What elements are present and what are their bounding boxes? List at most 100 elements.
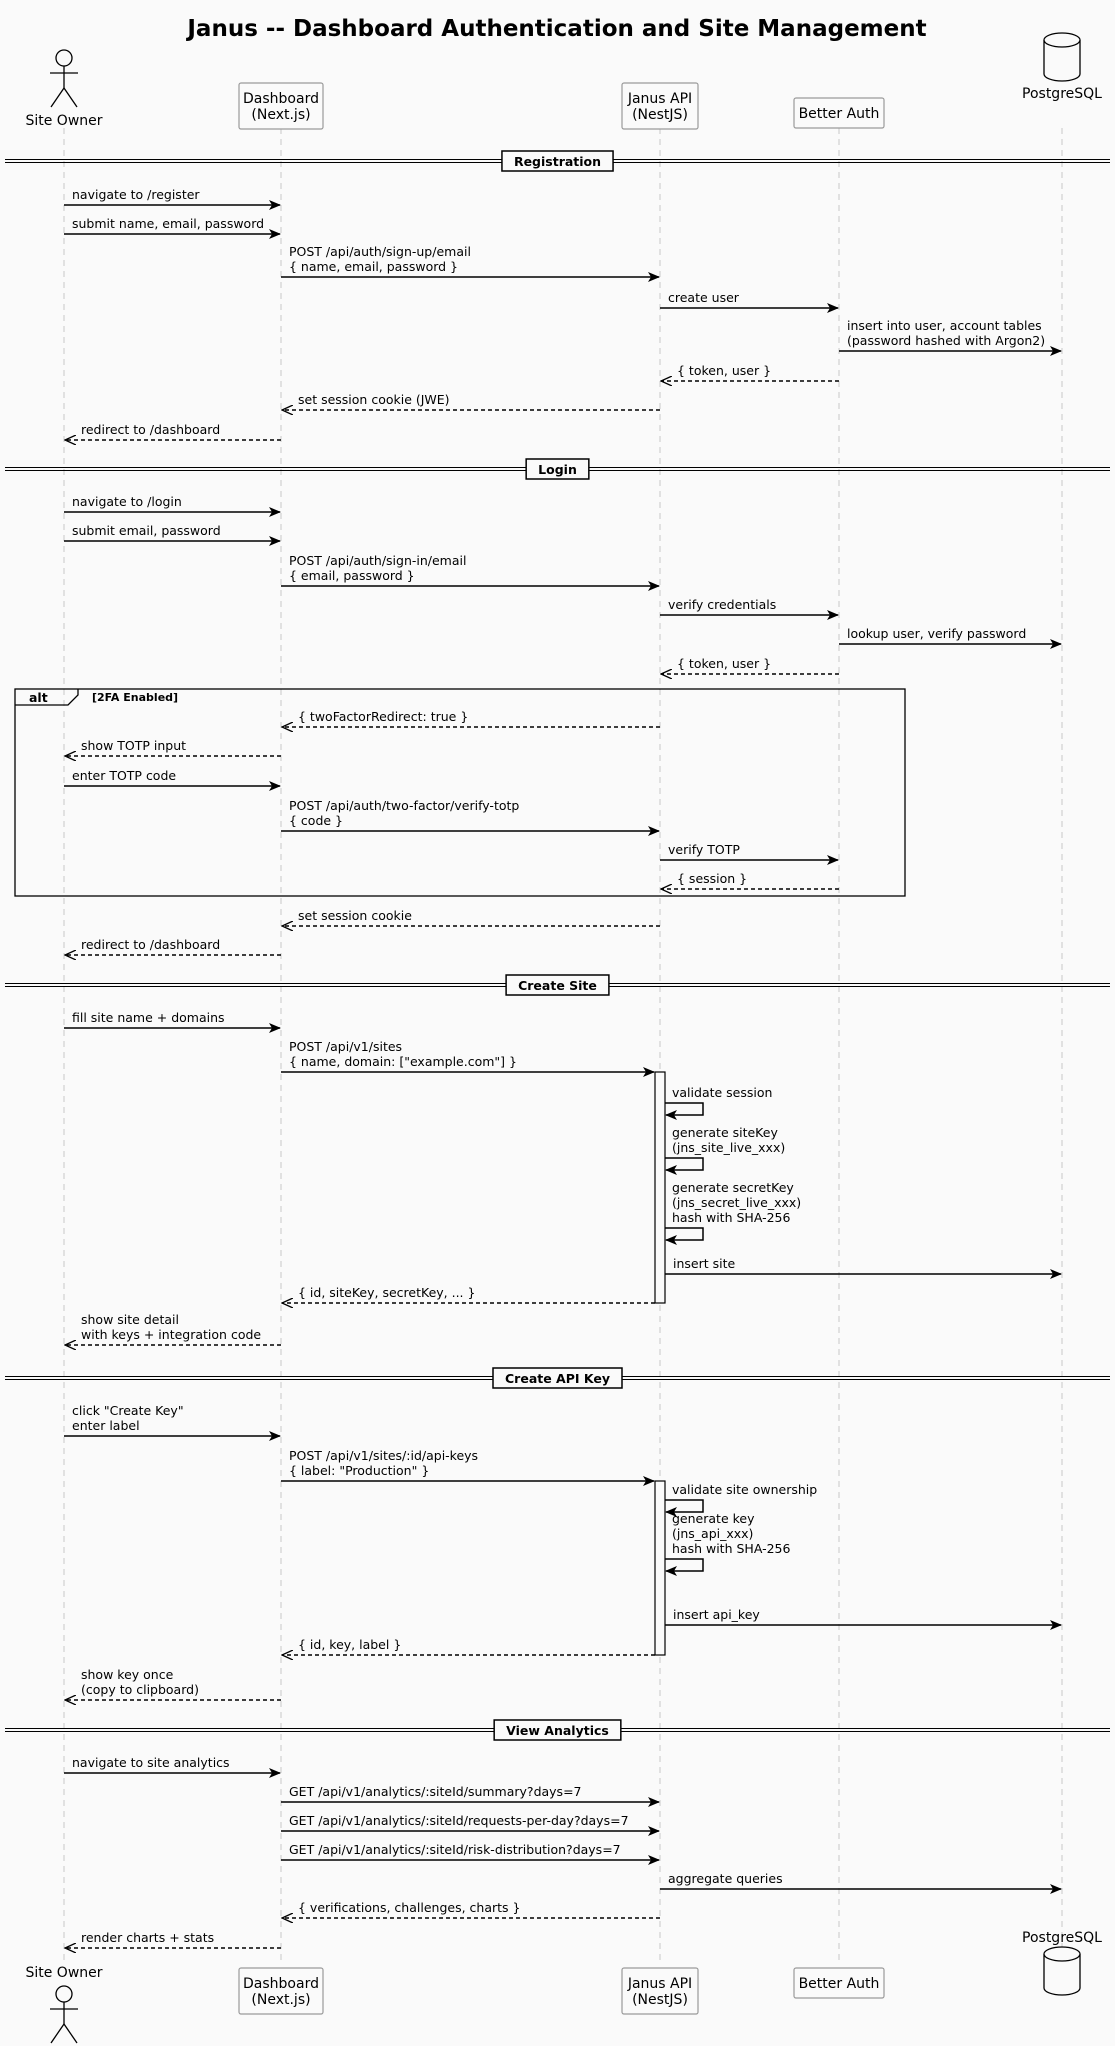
alt-fragment: alt[2FA Enabled]: [14, 688, 906, 897]
section-label: Create Site: [518, 978, 597, 993]
message: POST /api/auth/sign-up/email{ name, emai…: [281, 244, 660, 282]
message-label: redirect to /dashboard: [81, 937, 220, 952]
message-label: generate secretKey: [672, 1180, 794, 1195]
section-divider: Login: [5, 458, 1110, 480]
message-label: hash with SHA-256: [672, 1210, 791, 1225]
message: { token, user }: [661, 656, 839, 674]
participant-header-owner: Site Owner: [25, 49, 103, 129]
message: GET /api/v1/analytics/:siteId/requests-p…: [281, 1813, 660, 1836]
participant-header-api: Janus API(NestJS): [621, 82, 699, 130]
message-label: { name, email, password }: [289, 259, 458, 274]
message-label: { id, key, label }: [298, 1637, 401, 1652]
participant-label: PostgreSQL: [1022, 86, 1102, 102]
message-label: validate session: [672, 1085, 772, 1100]
message-label: insert site: [673, 1256, 735, 1271]
participant-label: Dashboard: [243, 1976, 319, 1992]
message-label: validate site ownership: [672, 1482, 817, 1497]
message: show TOTP input: [65, 738, 281, 756]
message: { token, user }: [661, 363, 839, 381]
activation-bar: [654, 1480, 666, 1656]
message-label: { session }: [677, 871, 747, 886]
message: validate site ownership: [665, 1482, 817, 1517]
message: validate session: [665, 1085, 772, 1120]
message-label: POST /api/auth/sign-up/email: [289, 244, 471, 259]
self-message-arrow: [665, 1157, 704, 1175]
fragment-keyword: alt: [29, 690, 48, 705]
message-label: (copy to clipboard): [81, 1682, 199, 1697]
message-label: navigate to /login: [72, 494, 182, 509]
message: { id, siteKey, secretKey, ... }: [282, 1285, 655, 1303]
actor-icon: [50, 1985, 78, 2044]
message: generate siteKey(jns_site_live_xxx): [665, 1125, 785, 1175]
message: submit name, email, password: [64, 216, 281, 239]
message-label: show site detail: [81, 1312, 179, 1327]
message: generate secretKey(jns_secret_live_xxx)h…: [665, 1180, 801, 1245]
message-label: { token, user }: [677, 656, 771, 671]
message-label: fill site name + domains: [72, 1010, 225, 1025]
message: GET /api/v1/analytics/:siteId/summary?da…: [281, 1784, 660, 1807]
message: create user: [660, 290, 839, 313]
participant-label: Site Owner: [25, 113, 102, 129]
participant-label: (NestJS): [632, 1992, 688, 2008]
message-label: { id, siteKey, secretKey, ... }: [298, 1285, 475, 1300]
message: lookup user, verify password: [839, 626, 1062, 649]
message: POST /api/auth/two-factor/verify-totp{ c…: [281, 798, 660, 836]
self-message-arrow: [665, 1499, 704, 1517]
message-label: generate key: [672, 1511, 755, 1526]
message-label: navigate to site analytics: [72, 1755, 230, 1770]
message-label: verify TOTP: [668, 842, 740, 857]
message: verify credentials: [660, 597, 839, 620]
participant-label: (Next.js): [251, 107, 310, 123]
message-label: { verifications, challenges, charts }: [298, 1900, 520, 1915]
message: render charts + stats: [65, 1930, 281, 1948]
message-label: { code }: [289, 813, 343, 828]
message-label: { email, password }: [289, 568, 415, 583]
message: redirect to /dashboard: [65, 422, 281, 440]
message-label: click "Create Key": [72, 1403, 184, 1418]
message-label: generate siteKey: [672, 1125, 778, 1140]
database-icon: [1043, 1946, 1081, 1996]
message: GET /api/v1/analytics/:siteId/risk-distr…: [281, 1842, 660, 1865]
message: { session }: [661, 871, 839, 889]
message-label: redirect to /dashboard: [81, 422, 220, 437]
message-label: set session cookie (JWE): [298, 392, 450, 407]
message-label: { name, domain: ["example.com"] }: [289, 1054, 517, 1069]
database-icon: [1043, 32, 1081, 82]
message-label: insert api_key: [673, 1607, 760, 1622]
section-label: Login: [538, 462, 577, 477]
message: { verifications, challenges, charts }: [282, 1900, 660, 1918]
section-divider: Create API Key: [5, 1367, 1110, 1389]
message-label: (jns_api_xxx): [672, 1526, 753, 1541]
participant-label: (Next.js): [251, 1992, 310, 2008]
message-label: enter TOTP code: [72, 768, 176, 783]
message-label: submit email, password: [72, 523, 221, 538]
message-label: navigate to /register: [72, 187, 200, 202]
message: show key once(copy to clipboard): [65, 1667, 281, 1700]
participant-label: Janus API: [627, 1976, 692, 1992]
participant-header-auth: Better Auth: [793, 97, 885, 129]
participant-label: PostgreSQL: [1022, 1930, 1102, 1946]
message-label: insert into user, account tables: [847, 318, 1042, 333]
participant-label: Better Auth: [799, 1976, 880, 1992]
message-label: POST /api/v1/sites/:id/api-keys: [289, 1448, 478, 1463]
diagram-title: Janus -- Dashboard Authentication and Si…: [185, 16, 926, 42]
participant-footer-dash: Dashboard(Next.js): [238, 1967, 324, 2015]
section-label: Create API Key: [505, 1371, 610, 1386]
message: fill site name + domains: [64, 1010, 281, 1033]
participant-label: Janus API: [627, 91, 692, 107]
message: POST /api/v1/sites{ name, domain: ["exam…: [281, 1039, 655, 1077]
message-label: create user: [668, 290, 740, 305]
message-label: (password hashed with Argon2): [847, 333, 1045, 348]
message-label: enter label: [72, 1418, 140, 1433]
message-label: GET /api/v1/analytics/:siteId/summary?da…: [289, 1784, 582, 1799]
message: insert site: [665, 1256, 1062, 1279]
section-label: View Analytics: [506, 1723, 609, 1738]
section-divider: Registration: [5, 150, 1110, 172]
message-label: GET /api/v1/analytics/:siteId/requests-p…: [289, 1813, 629, 1828]
self-message-arrow: [665, 1227, 704, 1245]
message: enter TOTP code: [64, 768, 281, 791]
message-label: render charts + stats: [81, 1930, 214, 1945]
message-label: submit name, email, password: [72, 216, 264, 231]
